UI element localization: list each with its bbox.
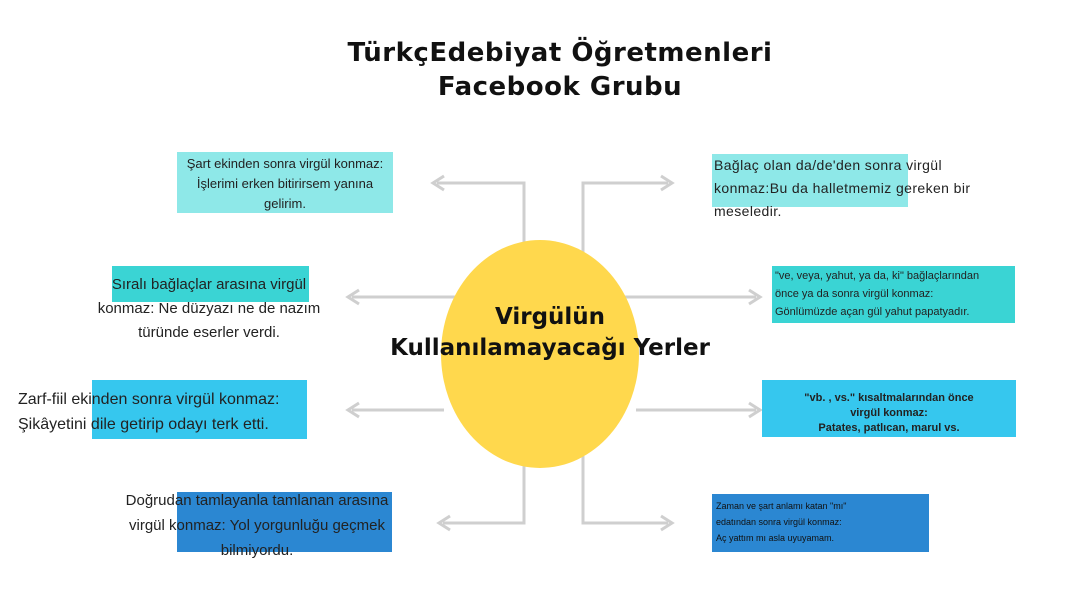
diagram-title: TürkçEdebiyat Öğretmenleri Facebook Grub… (300, 36, 820, 104)
center-circle (441, 240, 639, 468)
arrowhead-top-left (430, 174, 445, 192)
arrowhead-mid-right (748, 288, 763, 306)
node-left-2-text: Sıralı bağlaçlar arasına virgül konmaz: … (97, 276, 321, 341)
node-right-2-highlight (772, 266, 1015, 323)
arrowhead-bottom-right (660, 514, 675, 532)
connector-top-right (581, 181, 668, 252)
arrowhead-lower-right (748, 401, 763, 419)
title-line-2: Facebook Grubu (437, 72, 683, 102)
arrowhead-top-right (660, 174, 675, 192)
node-right-2-text: "ve, veya, yahut, ya da, ki" bağlaçların… (775, 270, 980, 318)
title-line-1: TürkçEdebiyat Öğretmenleri (347, 38, 773, 68)
node-left-4-highlight (177, 492, 392, 552)
node-left-2-highlight (112, 266, 309, 302)
center-line-2: Kullanılamayacağı Yerler (390, 335, 710, 361)
center-topic: Virgülün Kullanılamayacağı Yerler (380, 302, 720, 364)
node-right-3-text: "vb. , vs." kısaltmalarından önce virgül… (804, 392, 974, 434)
node-right-4-text: Zaman ve şart anlamı katan "mı" edatında… (716, 501, 847, 543)
node-right-3-highlight (762, 380, 1016, 437)
center-line-1: Virgülün (494, 304, 606, 330)
connector-bottom-left (443, 456, 526, 525)
arrowhead-bottom-left (436, 514, 451, 532)
node-right-1-text: Bağlaç olan da/de'den sonra virgül konma… (714, 157, 971, 219)
node-left-1-highlight (177, 152, 393, 213)
node-left-3-text: Zarf-fiil ekinden sonra virgül konmaz: Ş… (18, 391, 280, 433)
node-left-1-text: Şart ekinden sonra virgül konmaz: İşleri… (186, 156, 384, 211)
arrowhead-lower-left (345, 401, 360, 419)
node-left-3-highlight (92, 380, 307, 439)
arrowhead-mid-left (345, 288, 360, 306)
node-right-1-highlight (712, 154, 908, 207)
connector-bottom-right (581, 456, 668, 525)
node-left-4-text: Doğrudan tamlayanla tamlanan arasına vir… (125, 492, 389, 559)
node-right-4-highlight (712, 494, 929, 552)
connector-top-left (437, 181, 526, 252)
